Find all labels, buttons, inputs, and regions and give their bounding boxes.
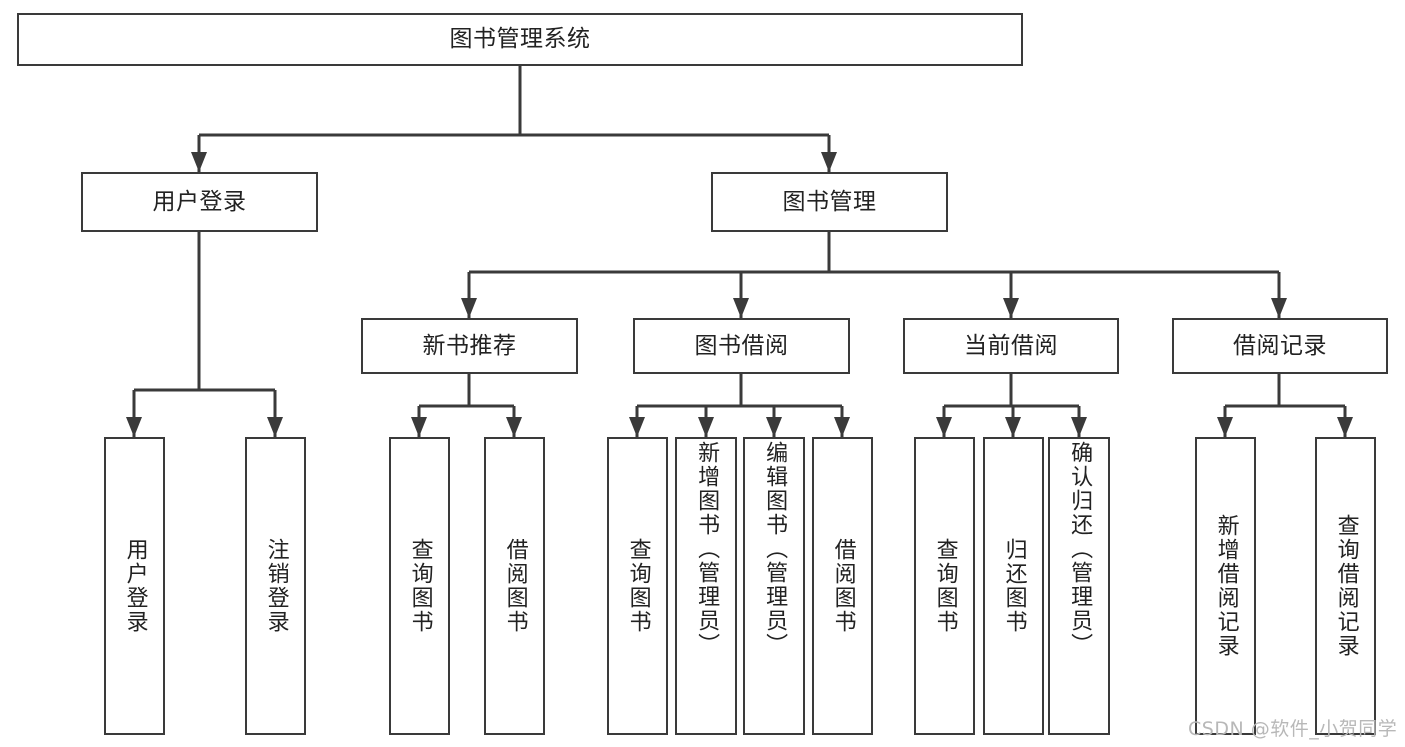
- node-bookmgmt[interactable]: 图书管理: [711, 172, 948, 232]
- node-leaf-borrow-4[interactable]: 借阅图书: [812, 437, 873, 735]
- node-leaf-login-1[interactable]: 用户登录: [104, 437, 165, 735]
- node-label-leaf-new-2: 借阅图书: [502, 538, 528, 634]
- arrowhead-bookmgmt-to-l2-2: [1003, 298, 1019, 318]
- arrowhead-borrow-leaves-3: [834, 417, 850, 437]
- arrowhead-bookmgmt-to-l2-0: [461, 298, 477, 318]
- node-label-borrow: 图书借阅: [694, 332, 789, 359]
- csdn-watermark: CSDN @软件_小贺同学: [1188, 718, 1398, 740]
- node-leaf-rec-2[interactable]: 查询借阅记录: [1315, 437, 1376, 735]
- arrowhead-login-to-leaves-1: [267, 417, 283, 437]
- node-label-bookmgmt: 图书管理: [782, 188, 877, 215]
- node-newbook[interactable]: 新书推荐: [361, 318, 578, 374]
- node-leaf-borrow-2[interactable]: 新增图书（管理员）: [675, 437, 737, 735]
- node-label-leaf-login-2: 注销登录: [263, 538, 289, 634]
- node-login[interactable]: 用户登录: [81, 172, 318, 232]
- node-label-leaf-borrow-3: 编辑图书（管理员）: [762, 441, 788, 657]
- node-leaf-cur-3[interactable]: 确认归还（管理员）: [1048, 437, 1110, 735]
- arrowhead-root-to-level1-1: [821, 152, 837, 172]
- arrowhead-root-to-level1-0: [191, 152, 207, 172]
- node-label-leaf-cur-2: 归还图书: [1001, 538, 1027, 634]
- node-records[interactable]: 借阅记录: [1172, 318, 1388, 374]
- node-leaf-cur-2[interactable]: 归还图书: [983, 437, 1044, 735]
- node-leaf-new-1[interactable]: 查询图书: [389, 437, 450, 735]
- arrowhead-bookmgmt-to-l2-1: [733, 298, 749, 318]
- arrowhead-borrow-leaves-0: [629, 417, 645, 437]
- node-label-current: 当前借阅: [964, 332, 1058, 359]
- node-label-records: 借阅记录: [1233, 332, 1327, 359]
- node-leaf-rec-1[interactable]: 新增借阅记录: [1195, 437, 1256, 735]
- node-leaf-new-2[interactable]: 借阅图书: [484, 437, 545, 735]
- node-label-leaf-new-1: 查询图书: [407, 538, 433, 634]
- arrowhead-current-leaves-1: [1005, 417, 1021, 437]
- node-current[interactable]: 当前借阅: [903, 318, 1119, 374]
- node-label-root: 图书管理系统: [449, 26, 591, 53]
- node-root[interactable]: 图书管理系统: [17, 13, 1023, 66]
- node-label-leaf-cur-3: 确认归还（管理员）: [1067, 441, 1093, 657]
- node-leaf-login-2[interactable]: 注销登录: [245, 437, 306, 735]
- node-label-leaf-borrow-2: 新增图书（管理员）: [694, 441, 720, 657]
- arrowhead-login-to-leaves-0: [126, 417, 142, 437]
- node-leaf-borrow-3[interactable]: 编辑图书（管理员）: [743, 437, 805, 735]
- node-leaf-cur-1[interactable]: 查询图书: [914, 437, 975, 735]
- arrowhead-borrow-leaves-1: [698, 417, 714, 437]
- node-label-newbook: 新书推荐: [422, 332, 517, 359]
- arrowhead-records-leaves-0: [1217, 417, 1233, 437]
- node-label-login: 用户登录: [152, 188, 247, 215]
- arrowhead-newbook-leaves-1: [506, 417, 522, 437]
- arrowhead-current-leaves-0: [936, 417, 952, 437]
- node-label-leaf-login-1: 用户登录: [122, 538, 148, 634]
- node-label-leaf-cur-1: 查询图书: [932, 538, 958, 634]
- arrowhead-bookmgmt-to-l2-3: [1271, 298, 1287, 318]
- node-leaf-borrow-1[interactable]: 查询图书: [607, 437, 668, 735]
- node-label-leaf-rec-1: 新增借阅记录: [1213, 514, 1239, 658]
- arrowhead-records-leaves-1: [1337, 417, 1353, 437]
- arrowhead-borrow-leaves-2: [766, 417, 782, 437]
- arrowhead-newbook-leaves-0: [411, 417, 427, 437]
- node-label-leaf-rec-2: 查询借阅记录: [1333, 514, 1359, 658]
- node-borrow[interactable]: 图书借阅: [633, 318, 850, 374]
- arrowhead-current-leaves-2: [1071, 417, 1087, 437]
- node-label-leaf-borrow-1: 查询图书: [625, 538, 651, 634]
- node-label-leaf-borrow-4: 借阅图书: [830, 538, 856, 634]
